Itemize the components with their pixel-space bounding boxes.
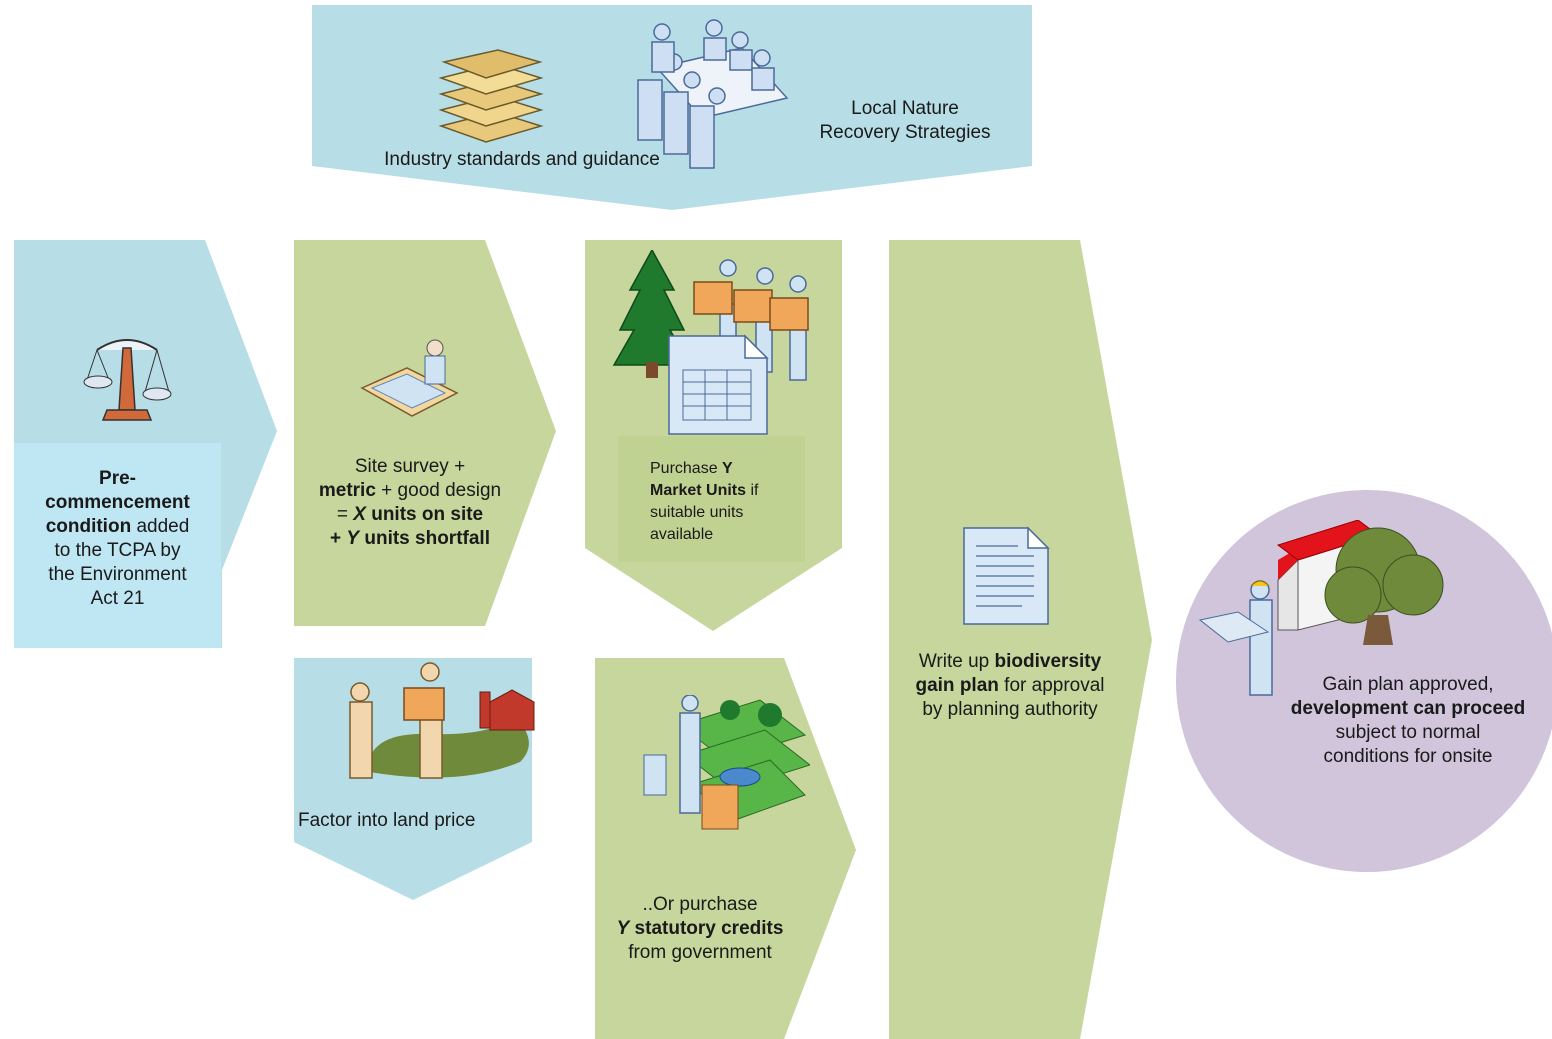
statutory-line1: ..Or purchase (642, 894, 758, 915)
plan-line3: by planning authority (922, 699, 1098, 720)
pre-line3: condition added (45, 516, 190, 537)
gain-plan-arrow (889, 240, 1152, 1039)
pre-commencement-text: Pre- commencement condition added to the… (14, 467, 221, 611)
document-icon (963, 526, 1050, 625)
builder-house-tree-icon (1198, 520, 1444, 696)
survey-line2: metric + good design (318, 480, 502, 501)
pre-line1: Pre- (99, 468, 136, 489)
survey-line1: Site survey + (354, 456, 466, 477)
approved-line3: subject to normal (1335, 722, 1481, 743)
approved-line2: development can proceed (1290, 698, 1526, 719)
pre-line5: the Environment (48, 564, 187, 585)
site-survey-arrow (294, 240, 556, 626)
market-units-text: Purchase Y Market Units if suitable unit… (650, 458, 800, 546)
landscape-icon (643, 695, 810, 830)
plan-line1: Write up biodiversity (918, 651, 1102, 672)
gain-plan-text: Write up biodiversity gain plan for appr… (892, 650, 1128, 722)
survey-line3: = X units on site (336, 504, 484, 525)
statutory-credits-text: ..Or purchase Y statutory credits from g… (600, 893, 800, 965)
plan-line2: gain plan for approval (915, 675, 1105, 696)
market-line1: Purchase Y (650, 460, 733, 477)
approved-line1: Gain plan approved, (1322, 674, 1494, 695)
site-survey-text: Site survey + metric + good design = X u… (300, 455, 520, 551)
market-line3: suitable units (650, 504, 744, 521)
statutory-line3: from government (628, 942, 772, 963)
books-icon (438, 49, 544, 143)
lnrs-label-line2: Recovery Strategies (819, 122, 991, 143)
pre-line6: Act 21 (90, 588, 145, 609)
approved-line4: conditions for onsite (1323, 746, 1493, 767)
statutory-line2: Y statutory credits (616, 918, 784, 939)
land-sale-icon (349, 662, 535, 779)
spreadsheet-icon (668, 334, 769, 435)
land-price-text: Factor into land price (298, 810, 476, 831)
scales-icon (83, 339, 172, 421)
pre-line4: to the TCPA by (54, 540, 181, 561)
approved-text: Gain plan approved, development can proc… (1258, 673, 1552, 769)
surveyor-map-icon (360, 339, 459, 417)
meeting-table-icon (637, 19, 789, 169)
pre-line2: commencement (45, 492, 190, 513)
market-line2: Market Units if (650, 482, 759, 499)
market-line4: available (650, 526, 714, 543)
lnrs-label-line1: Local Nature (851, 98, 959, 119)
lnrs-label: Local Nature Recovery Strategies (800, 97, 1010, 145)
pre-commencement-box (14, 443, 221, 648)
industry-standards-label: Industry standards and guidance (384, 149, 660, 170)
survey-line4: + Y units shortfall (330, 528, 490, 549)
market-units-box (618, 436, 805, 562)
approved-circle (1176, 490, 1552, 872)
